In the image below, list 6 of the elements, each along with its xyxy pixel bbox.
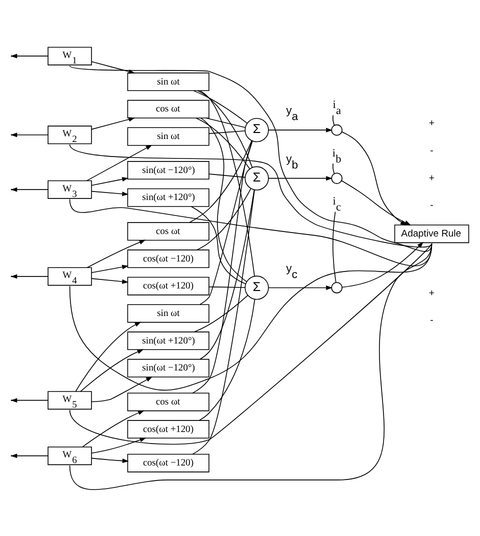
label: +	[428, 287, 435, 298]
label: -	[430, 200, 434, 211]
label: -	[430, 144, 434, 156]
label: +	[428, 172, 435, 184]
label: +	[428, 118, 435, 129]
label: -	[430, 314, 434, 326]
